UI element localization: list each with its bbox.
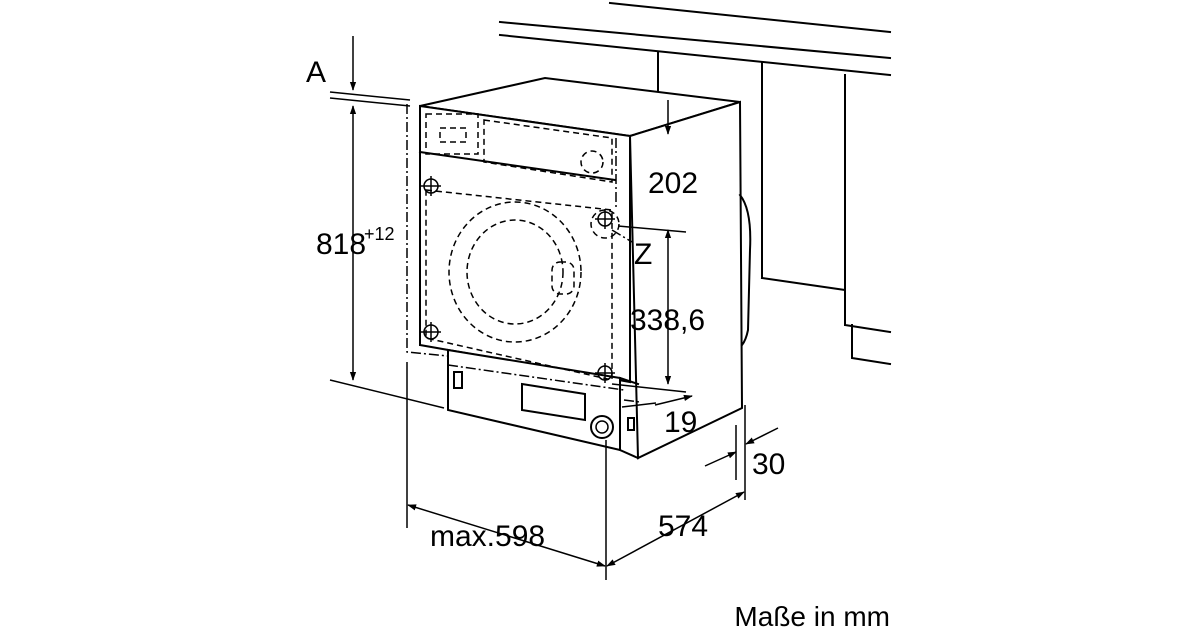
fixing-point-icon <box>421 176 441 196</box>
label-a: A <box>306 56 326 89</box>
worktop-outline <box>498 1 892 366</box>
hose-height-label: 338,6 <box>630 304 705 337</box>
fixing-point-icon <box>595 363 615 383</box>
height-tolerance-label: +12 <box>364 224 395 244</box>
washing-machine <box>406 76 752 460</box>
label-z: Z <box>634 238 652 271</box>
depth-label: 574 <box>658 510 708 543</box>
units-note: Maße in mm <box>734 601 890 630</box>
width-max-label: max.598 <box>430 520 545 553</box>
hose-connection-icon <box>590 209 620 239</box>
foot-offset-label: 19 <box>664 406 697 439</box>
fixing-point-icon <box>421 322 441 342</box>
worktop-gap-label: 202 <box>648 167 698 200</box>
dimension-lines <box>329 36 779 580</box>
height-main-label: 818 <box>316 228 366 261</box>
rear-gap-label: 30 <box>752 448 785 481</box>
